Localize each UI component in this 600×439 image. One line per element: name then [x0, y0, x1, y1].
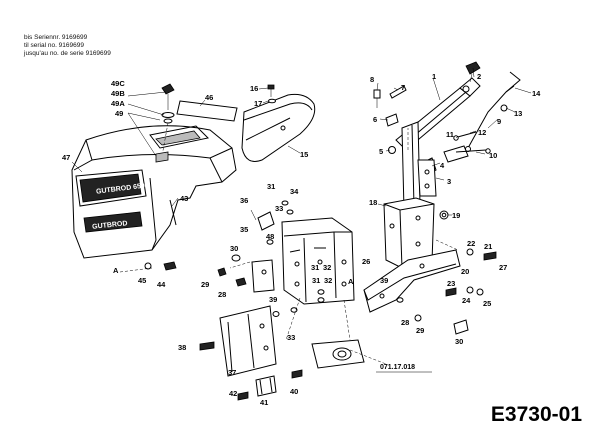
callout-16: 16 [250, 84, 258, 93]
washer-5 [388, 146, 396, 154]
callout-1: 1 [432, 72, 436, 81]
reference-code: 071.17.018 [376, 364, 432, 373]
callout-49b: 49B [111, 89, 125, 98]
callout-46: 46 [205, 93, 213, 102]
callout-12: 12 [478, 128, 486, 137]
callout-30a: 30 [230, 244, 238, 253]
callout-40: 40 [290, 387, 298, 396]
hardware-set-right [396, 248, 497, 335]
side-bracket-20 [363, 249, 461, 313]
hood-fasteners-49 [155, 83, 175, 163]
callout-20: 20 [461, 267, 469, 276]
hood-side-label: GUTBROD [92, 220, 128, 231]
callout-49c: 49C [111, 79, 125, 88]
callout-9: 9 [497, 117, 501, 126]
callout-29a: 29 [201, 280, 209, 289]
callout-43: 43 [180, 194, 188, 203]
screws-16-17 [267, 84, 276, 104]
callout-A-left: A [113, 266, 119, 275]
callout-30b: 30 [455, 337, 463, 346]
diagram-code: E3730-01 [490, 403, 582, 426]
assembly-lines [119, 128, 459, 341]
callouts: 1 2 3 4 5 6 7 8 9 10 11 12 13 14 15 16 1… [62, 72, 541, 407]
callout-2: 2 [477, 72, 481, 81]
callout-6: 6 [373, 115, 377, 124]
callout-47: 47 [62, 153, 70, 162]
callout-48: 48 [266, 232, 274, 241]
callout-8: 8 [370, 75, 374, 84]
callout-17: 17 [254, 99, 262, 108]
callout-31b: 31 [311, 263, 319, 272]
callout-32a: 32 [323, 263, 331, 272]
bushing-6 [385, 113, 399, 127]
callout-32b: 32 [324, 276, 332, 285]
clamp-41 [255, 375, 277, 397]
callout-21: 21 [484, 242, 492, 251]
hardware-set [144, 200, 325, 401]
callout-38: 38 [178, 343, 186, 352]
plate-37 [219, 305, 277, 377]
callout-23: 23 [447, 279, 455, 288]
main-frame-26 [281, 217, 355, 305]
callout-5: 5 [379, 147, 383, 156]
callout-39a: 39 [380, 276, 388, 285]
callout-31c: 31 [312, 276, 320, 285]
label-plate-46 [176, 100, 238, 122]
callout-13: 13 [514, 109, 522, 118]
mount-bracket-18 [383, 197, 435, 269]
callout-19: 19 [452, 211, 460, 220]
callout-31a: 31 [267, 182, 275, 191]
callout-37: 37 [228, 368, 236, 377]
callout-49: 49 [115, 109, 123, 118]
callout-49a: 49A [111, 99, 125, 108]
callout-44: 44 [157, 280, 166, 289]
callout-35: 35 [240, 225, 248, 234]
callout-14: 14 [532, 89, 541, 98]
nut-19 [439, 210, 449, 220]
callout-33a: 33 [275, 204, 283, 213]
callout-39b: 39 [269, 295, 277, 304]
header-line-2: til serial no. 9169699 [24, 42, 84, 49]
pulley-assembly [311, 339, 387, 369]
callout-41: 41 [260, 398, 268, 407]
header-line-3: jusqu'au no. de serie 9169699 [24, 50, 111, 57]
hood-cover: GUTBROD 650 GUTBROD [71, 125, 237, 259]
callout-34: 34 [290, 187, 299, 196]
callout-28b: 28 [401, 318, 409, 327]
callout-27: 27 [499, 263, 507, 272]
callout-33b: 33 [287, 333, 295, 342]
callout-29b: 29 [416, 326, 424, 335]
callout-15: 15 [300, 150, 308, 159]
pin-7-8 [373, 85, 407, 108]
callout-18: 18 [369, 198, 377, 207]
callout-10: 10 [489, 151, 497, 160]
callout-A-right: A [348, 277, 354, 286]
callout-28a: 28 [218, 290, 226, 299]
callout-4: 4 [440, 161, 445, 170]
callout-7: 7 [401, 83, 405, 92]
callout-3: 3 [447, 177, 451, 186]
callout-26: 26 [362, 257, 370, 266]
pulley-cover-15 [241, 93, 316, 162]
clip-13 [500, 104, 508, 112]
callout-36: 36 [240, 196, 248, 205]
callout-11: 11 [446, 130, 454, 139]
callout-45: 45 [138, 276, 146, 285]
callout-42: 42 [229, 389, 237, 398]
reference-code-text: 071.17.018 [380, 364, 415, 371]
leader-lines [71, 67, 532, 216]
callout-22: 22 [467, 239, 475, 248]
header-text: bis Seriennr. 9169699 til serial no. 916… [24, 34, 111, 58]
callout-25: 25 [483, 299, 491, 308]
linkage-10-11-12 [443, 131, 491, 163]
header-line-1: bis Seriennr. 9169699 [24, 34, 88, 41]
callout-24: 24 [462, 296, 471, 305]
